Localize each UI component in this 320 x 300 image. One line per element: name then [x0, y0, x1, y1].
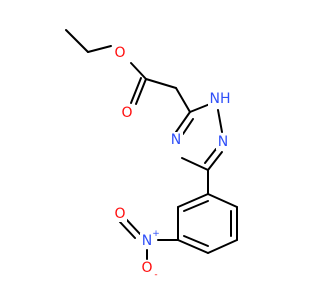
bond-oester-c: [130, 62, 147, 80]
atom-label: O: [121, 105, 132, 121]
atom-label: O: [114, 206, 125, 222]
positive-charge: +: [152, 229, 160, 239]
atom-label: N: [142, 233, 152, 249]
atom-carbonyl-oxygen: O: [120, 105, 134, 121]
atom-nh: NH: [208, 91, 232, 107]
bond-ch2-c5: [175, 87, 191, 113]
atom-label: N: [171, 132, 181, 148]
bond-n2-c3: [207, 151, 223, 171]
atom-nitro-oxygen-minus: O -: [140, 260, 158, 280]
molecule-structure: O O NH N N N + O O -: [65, 29, 238, 280]
bond-c-ch2: [145, 78, 177, 89]
atom-n4: N: [169, 132, 183, 148]
bond-ph-1-2: [207, 193, 238, 208]
bond-n4-c5-inner: [182, 118, 194, 135]
atom-ester-oxygen: O: [113, 44, 127, 61]
structure-canvas: O O NH N N N + O O -: [65, 29, 238, 280]
bond-ph-6-1: [177, 193, 209, 208]
negative-charge: -: [154, 270, 157, 280]
atom-nitro-oxygen-double: O: [113, 206, 127, 222]
bond-c3-n4: [181, 157, 209, 171]
bond-nitro-o-double-2: [119, 221, 136, 239]
atom-nitro-nitrogen: N +: [140, 229, 160, 249]
atom-label: O: [114, 45, 125, 61]
bond-nh-n2: [217, 109, 223, 133]
atom-label: NH: [210, 91, 231, 107]
bond-ph-3-4: [207, 239, 238, 254]
bond-ph-4-5-inner: [183, 235, 209, 247]
atom-label: N: [218, 134, 228, 150]
bond-ph-6-1-inner: [183, 200, 209, 212]
bond-c5-nh: [189, 103, 211, 113]
atom-label: O: [141, 260, 152, 276]
bond-ch2-oester: [87, 45, 112, 53]
bond-n4-c5: [175, 111, 191, 133]
bond-ch3-ch2: [65, 29, 89, 53]
bond-nitro-o-double-1: [124, 217, 141, 235]
bond-n2-c3-inner: [204, 148, 217, 164]
bond-carbonyl-1: [135, 78, 147, 105]
bond-ph-4-5: [177, 239, 209, 254]
atom-n2: N: [216, 134, 230, 150]
bond-carbonyl-2: [130, 77, 142, 104]
